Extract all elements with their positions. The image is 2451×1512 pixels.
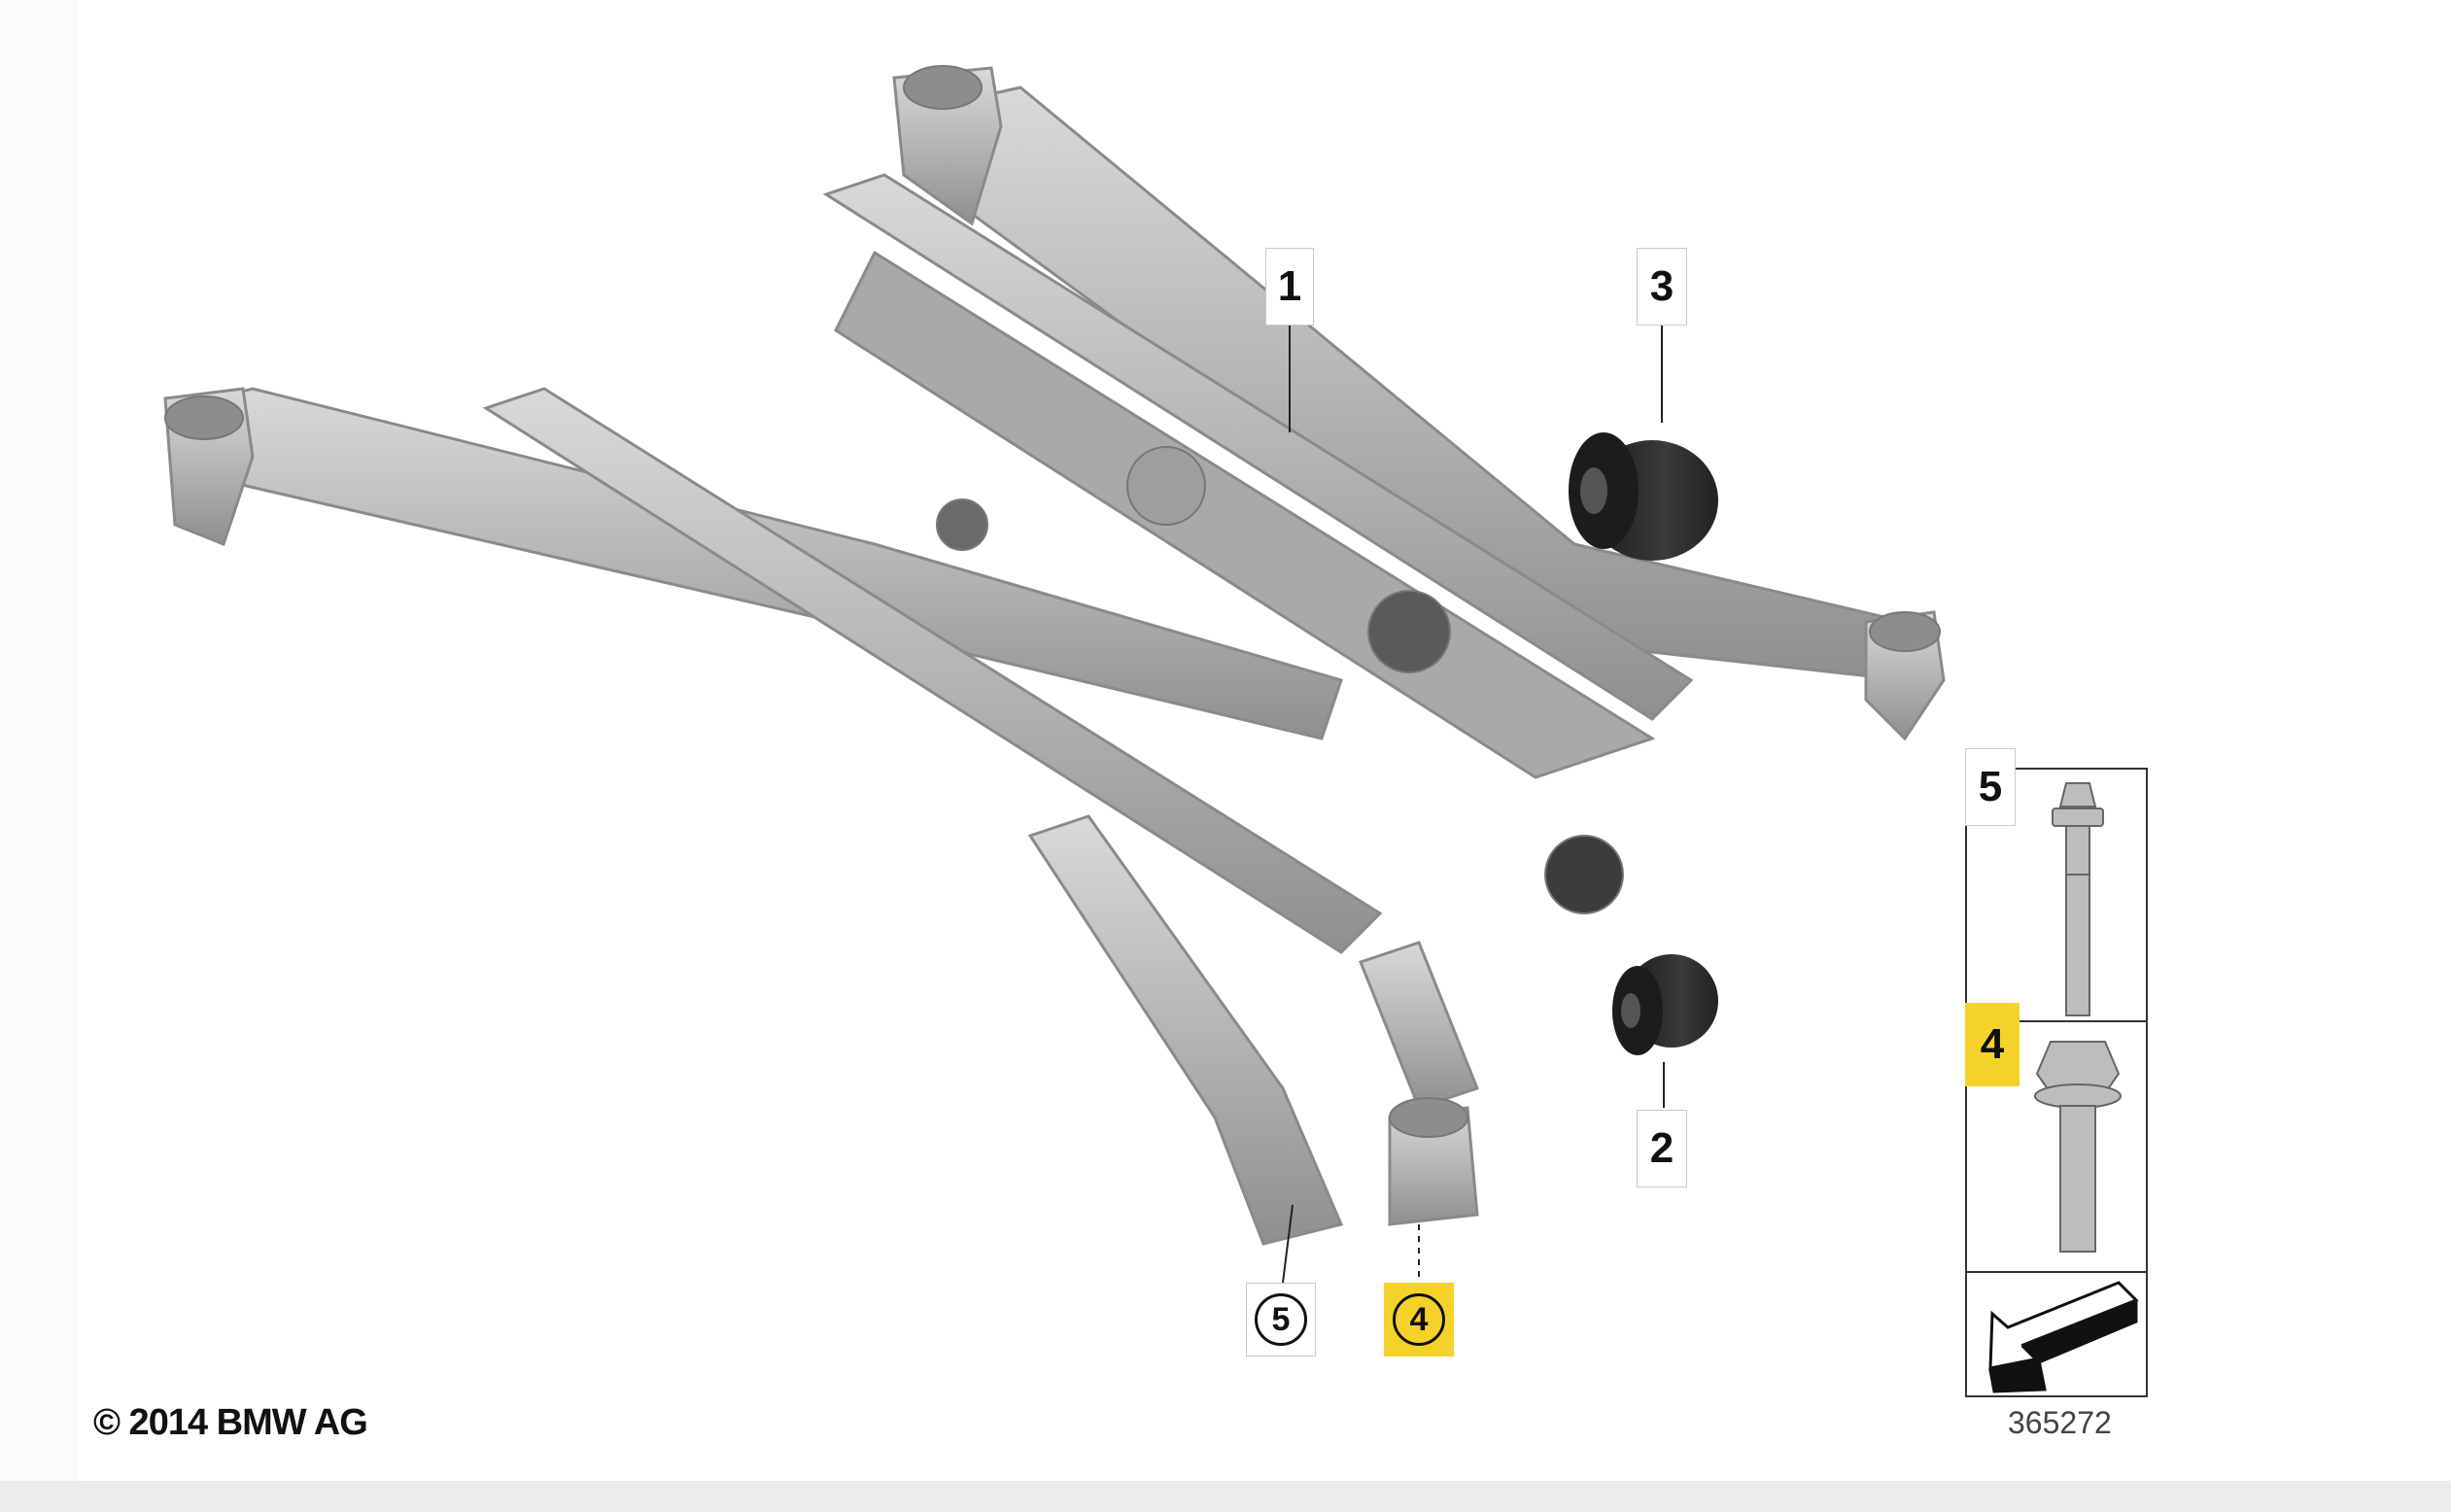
callout-text: 4 xyxy=(1393,1293,1445,1346)
rubber-mount-part-3 xyxy=(1569,432,1718,561)
copyright-text: © 2014 BMW AG xyxy=(93,1402,368,1443)
bottom-strip xyxy=(0,1481,2451,1512)
callout-text: 2 xyxy=(1649,1124,1674,1172)
bolt-icon xyxy=(2052,782,2104,1016)
callout-text: 3 xyxy=(1649,262,1674,310)
diagram-number: 365272 xyxy=(2008,1405,2112,1440)
rear-axle-carrier xyxy=(163,66,1946,1246)
callout-part-3[interactable]: 3 xyxy=(1637,248,1687,326)
callout-part-4-circled[interactable]: 4 xyxy=(1384,1283,1454,1357)
hardware-label-5[interactable]: 5 xyxy=(1965,748,2016,826)
leader-lines xyxy=(1282,326,1665,1284)
hardware-divider xyxy=(1965,1020,2148,1022)
callout-part-5-circled[interactable]: 5 xyxy=(1246,1283,1316,1357)
callout-part-1[interactable]: 1 xyxy=(1265,248,1314,326)
callout-text: 5 xyxy=(1255,1293,1307,1346)
callout-text: 4 xyxy=(1980,1020,2005,1068)
rubber-mount-part-2 xyxy=(1612,954,1718,1055)
callout-text: 5 xyxy=(1978,763,2003,810)
subframe-details xyxy=(164,65,1941,1138)
callout-part-2[interactable]: 2 xyxy=(1637,1110,1687,1187)
nut-bolt-icon xyxy=(2034,1041,2122,1253)
direction-arrow-icon xyxy=(1988,1281,2139,1393)
callout-text: 1 xyxy=(1277,262,1302,310)
hardware-label-4[interactable]: 4 xyxy=(1965,1003,2019,1086)
hardware-divider xyxy=(1965,1271,2148,1273)
